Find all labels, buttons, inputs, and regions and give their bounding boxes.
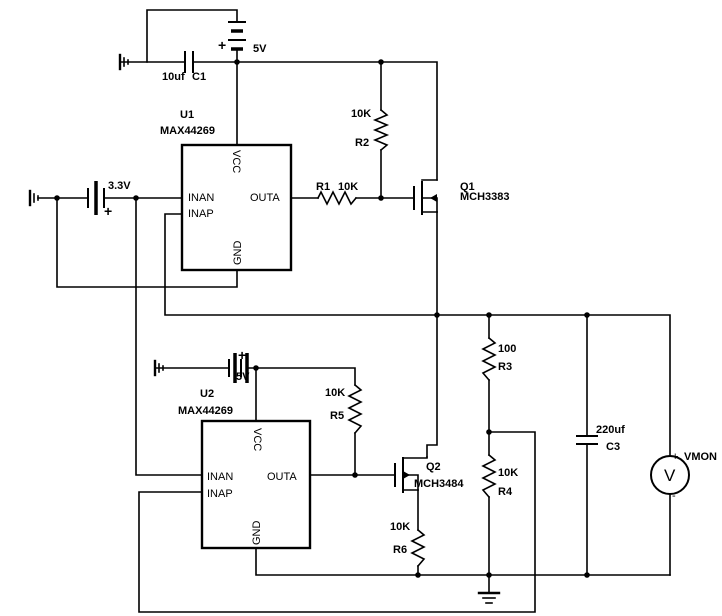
ground-symbol-u2: [153, 359, 164, 377]
u2-pin-inap: INAP: [207, 488, 233, 500]
resistor-r4: 10K R4: [481, 453, 518, 499]
q2-ref: Q2: [426, 461, 441, 473]
r4-ref: R4: [498, 486, 513, 498]
ic-u2: U2 MAX44269 VCC INAN INAP OUTA GND: [178, 388, 312, 550]
u1-pin-inap: INAP: [188, 208, 214, 220]
resistor-r3: 100 R3: [481, 336, 516, 382]
u2-part: MAX44269: [178, 405, 233, 417]
u1-pin-vcc: VCC: [230, 150, 242, 173]
c3-value: 220uf: [596, 424, 625, 436]
battery-plus-sign: +: [104, 203, 112, 219]
q1-part: MCH3383: [460, 191, 510, 203]
r2-ref: R2: [355, 137, 369, 149]
r5-ref: R5: [330, 410, 344, 422]
u1-pin-outa: OUTA: [250, 192, 280, 204]
ground-symbol-bottom: [477, 591, 501, 604]
u1-pin-inan: INAN: [188, 192, 214, 204]
r1-value: 10K: [338, 181, 358, 193]
u2-ref: U2: [200, 388, 214, 400]
c1-ref: C1: [192, 71, 206, 83]
c1-value: 10uf: [162, 71, 185, 83]
r3-value: 100: [498, 343, 516, 355]
capacitor-c3: 220uf C3: [576, 424, 625, 453]
ic-u1: U1 MAX44269 VCC INAN INAP OUTA GND: [160, 109, 293, 272]
u1-ref: U1: [180, 109, 194, 121]
u1-part: MAX44269: [160, 125, 215, 137]
battery-5v-top-label: 5V: [253, 43, 267, 55]
q2-part: MCH3484: [414, 478, 464, 490]
mosfet-q1: Q1 MCH3383: [413, 179, 510, 215]
r6-ref: R6: [393, 544, 407, 556]
c3-ref: C3: [606, 441, 620, 453]
ground-symbol-u1: [28, 189, 39, 207]
ground-symbol-c1: [118, 53, 129, 71]
voltmeter-plus: +: [672, 451, 678, 463]
resistor-r6: 10K R6: [390, 521, 426, 568]
r1-ref: R1: [316, 181, 330, 193]
r5-value: 10K: [325, 387, 345, 399]
r6-value: 10K: [390, 521, 410, 533]
voltmeter-minus: -: [672, 490, 676, 502]
mosfet-q2: Q2 MCH3484: [394, 456, 464, 493]
voltmeter-label: VMON: [684, 451, 717, 463]
battery-5v-bottom: + 5V: [228, 347, 250, 383]
battery-3v3-label: 3.3V: [108, 180, 131, 192]
resistor-r1: R1 10K: [316, 181, 358, 206]
r4-value: 10K: [498, 467, 518, 479]
u2-pin-inan: INAN: [207, 471, 233, 483]
q1-ref: Q1: [460, 181, 475, 193]
battery-5v-top: + 5V: [218, 21, 267, 55]
resistor-r5: 10K R5: [325, 383, 363, 435]
r3-ref: R3: [498, 361, 512, 373]
voltmeter-symbol: V: [664, 466, 676, 485]
resistor-r2: 10K R2: [351, 108, 390, 152]
junctions: [54, 59, 590, 578]
u1-pin-gnd: GND: [232, 241, 244, 266]
battery-5v-bottom-label: 5V: [236, 371, 250, 383]
wires: [37, 9, 671, 613]
u2-pin-gnd: GND: [251, 521, 263, 546]
r2-value: 10K: [351, 108, 371, 120]
u2-pin-outa: OUTA: [267, 471, 297, 483]
battery-plus-sign: +: [238, 347, 246, 363]
battery-3v3: + 3.3V: [87, 180, 131, 219]
capacitor-c1: 10uf C1: [162, 51, 206, 83]
voltmeter-vmon: V + - VMON: [650, 451, 717, 502]
u2-pin-vcc: VCC: [251, 428, 263, 451]
battery-plus-sign: +: [218, 37, 226, 53]
